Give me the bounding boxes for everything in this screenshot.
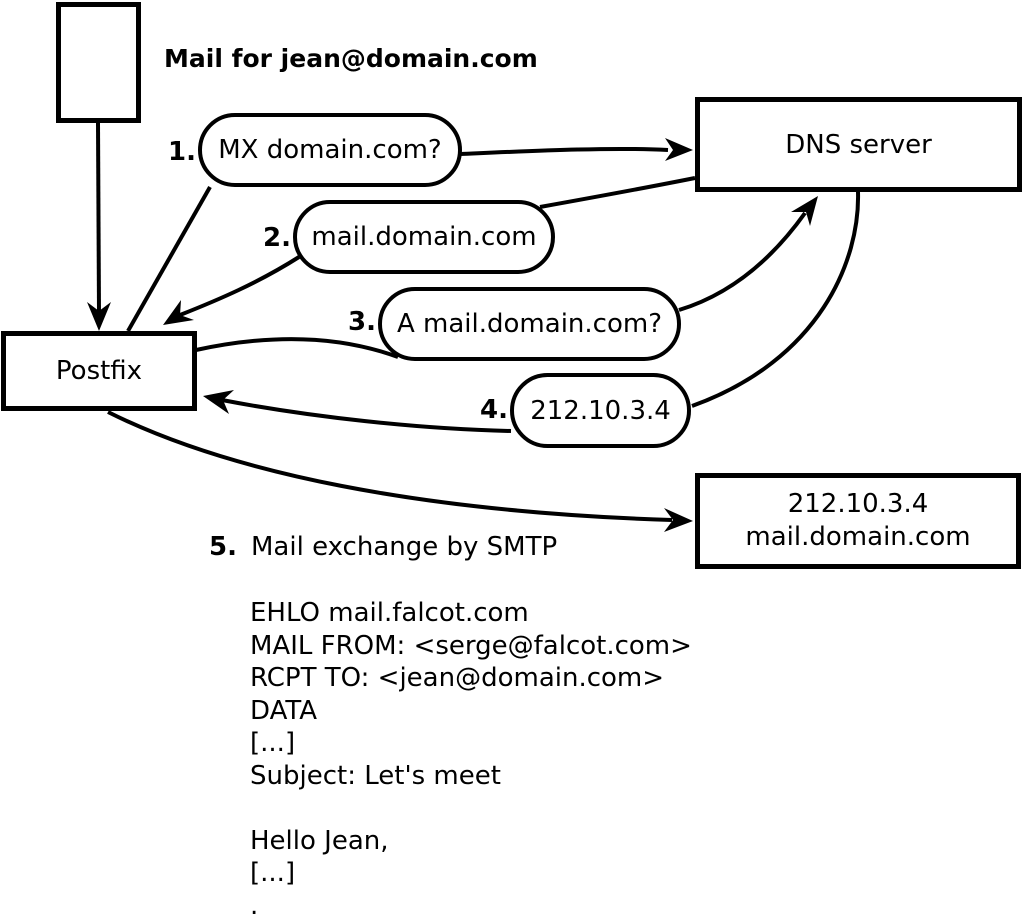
arrow-query3-to-dns-head [791,196,818,226]
destination-mail-server-label: 212.10.3.4 mail.domain.com [745,489,971,552]
line-dns-to-reply2 [539,176,696,209]
arrow-mail-to-postfix-head [87,302,111,331]
arrow-postfix-to-mailserver-head [664,508,693,532]
step-4-message-pill: 212.10.3.4 [510,373,691,448]
arrow-reply2-to-postfix [179,255,301,317]
step-5-label: Mail exchange by SMTP [251,532,558,562]
line-postfix-to-query1 [126,186,212,332]
step-1-number: 1. [168,137,196,167]
diagram-title: Mail for jean@domain.com [164,44,538,73]
step-3-number: 3. [348,307,376,337]
arrow-postfix-to-mailserver [107,410,673,522]
destination-mail-server-node: 212.10.3.4 mail.domain.com [695,473,1021,569]
mail-message-node [56,2,141,123]
step-4-number: 4. [480,395,508,425]
dns-server-node: DNS server [695,97,1022,192]
step-1-message-pill: MX domain.com? [198,113,462,187]
arrow-query1-to-dns-head [665,138,693,161]
dns-server-label: DNS server [785,129,932,160]
step-5-number: 5. [209,532,237,562]
step-3-message: A mail.domain.com? [397,309,662,339]
arrow-reply4-to-postfix [221,398,512,433]
step-4-message: 212.10.3.4 [530,395,671,426]
arrow-reply4-to-postfix-head [203,390,234,414]
smtp-session-transcript: EHLO mail.falcot.com MAIL FROM: <serge@f… [250,598,692,919]
step-2-message: mail.domain.com [311,222,537,252]
step-2-number: 2. [263,223,291,253]
step-3-message-pill: A mail.domain.com? [378,287,681,361]
postfix-node: Postfix [1,331,197,411]
postfix-label: Postfix [55,356,143,386]
line-dns-to-reply4 [691,191,861,408]
arrow-query1-to-dns [459,146,669,156]
step-1-message: MX domain.com? [218,135,442,165]
arrow-mail-to-postfix [96,122,101,314]
line-postfix-to-query3 [195,337,399,359]
step-2-message-pill: mail.domain.com [293,200,555,274]
arrow-query3-to-dns [678,211,807,312]
arrow-reply2-to-postfix-head [163,300,194,325]
